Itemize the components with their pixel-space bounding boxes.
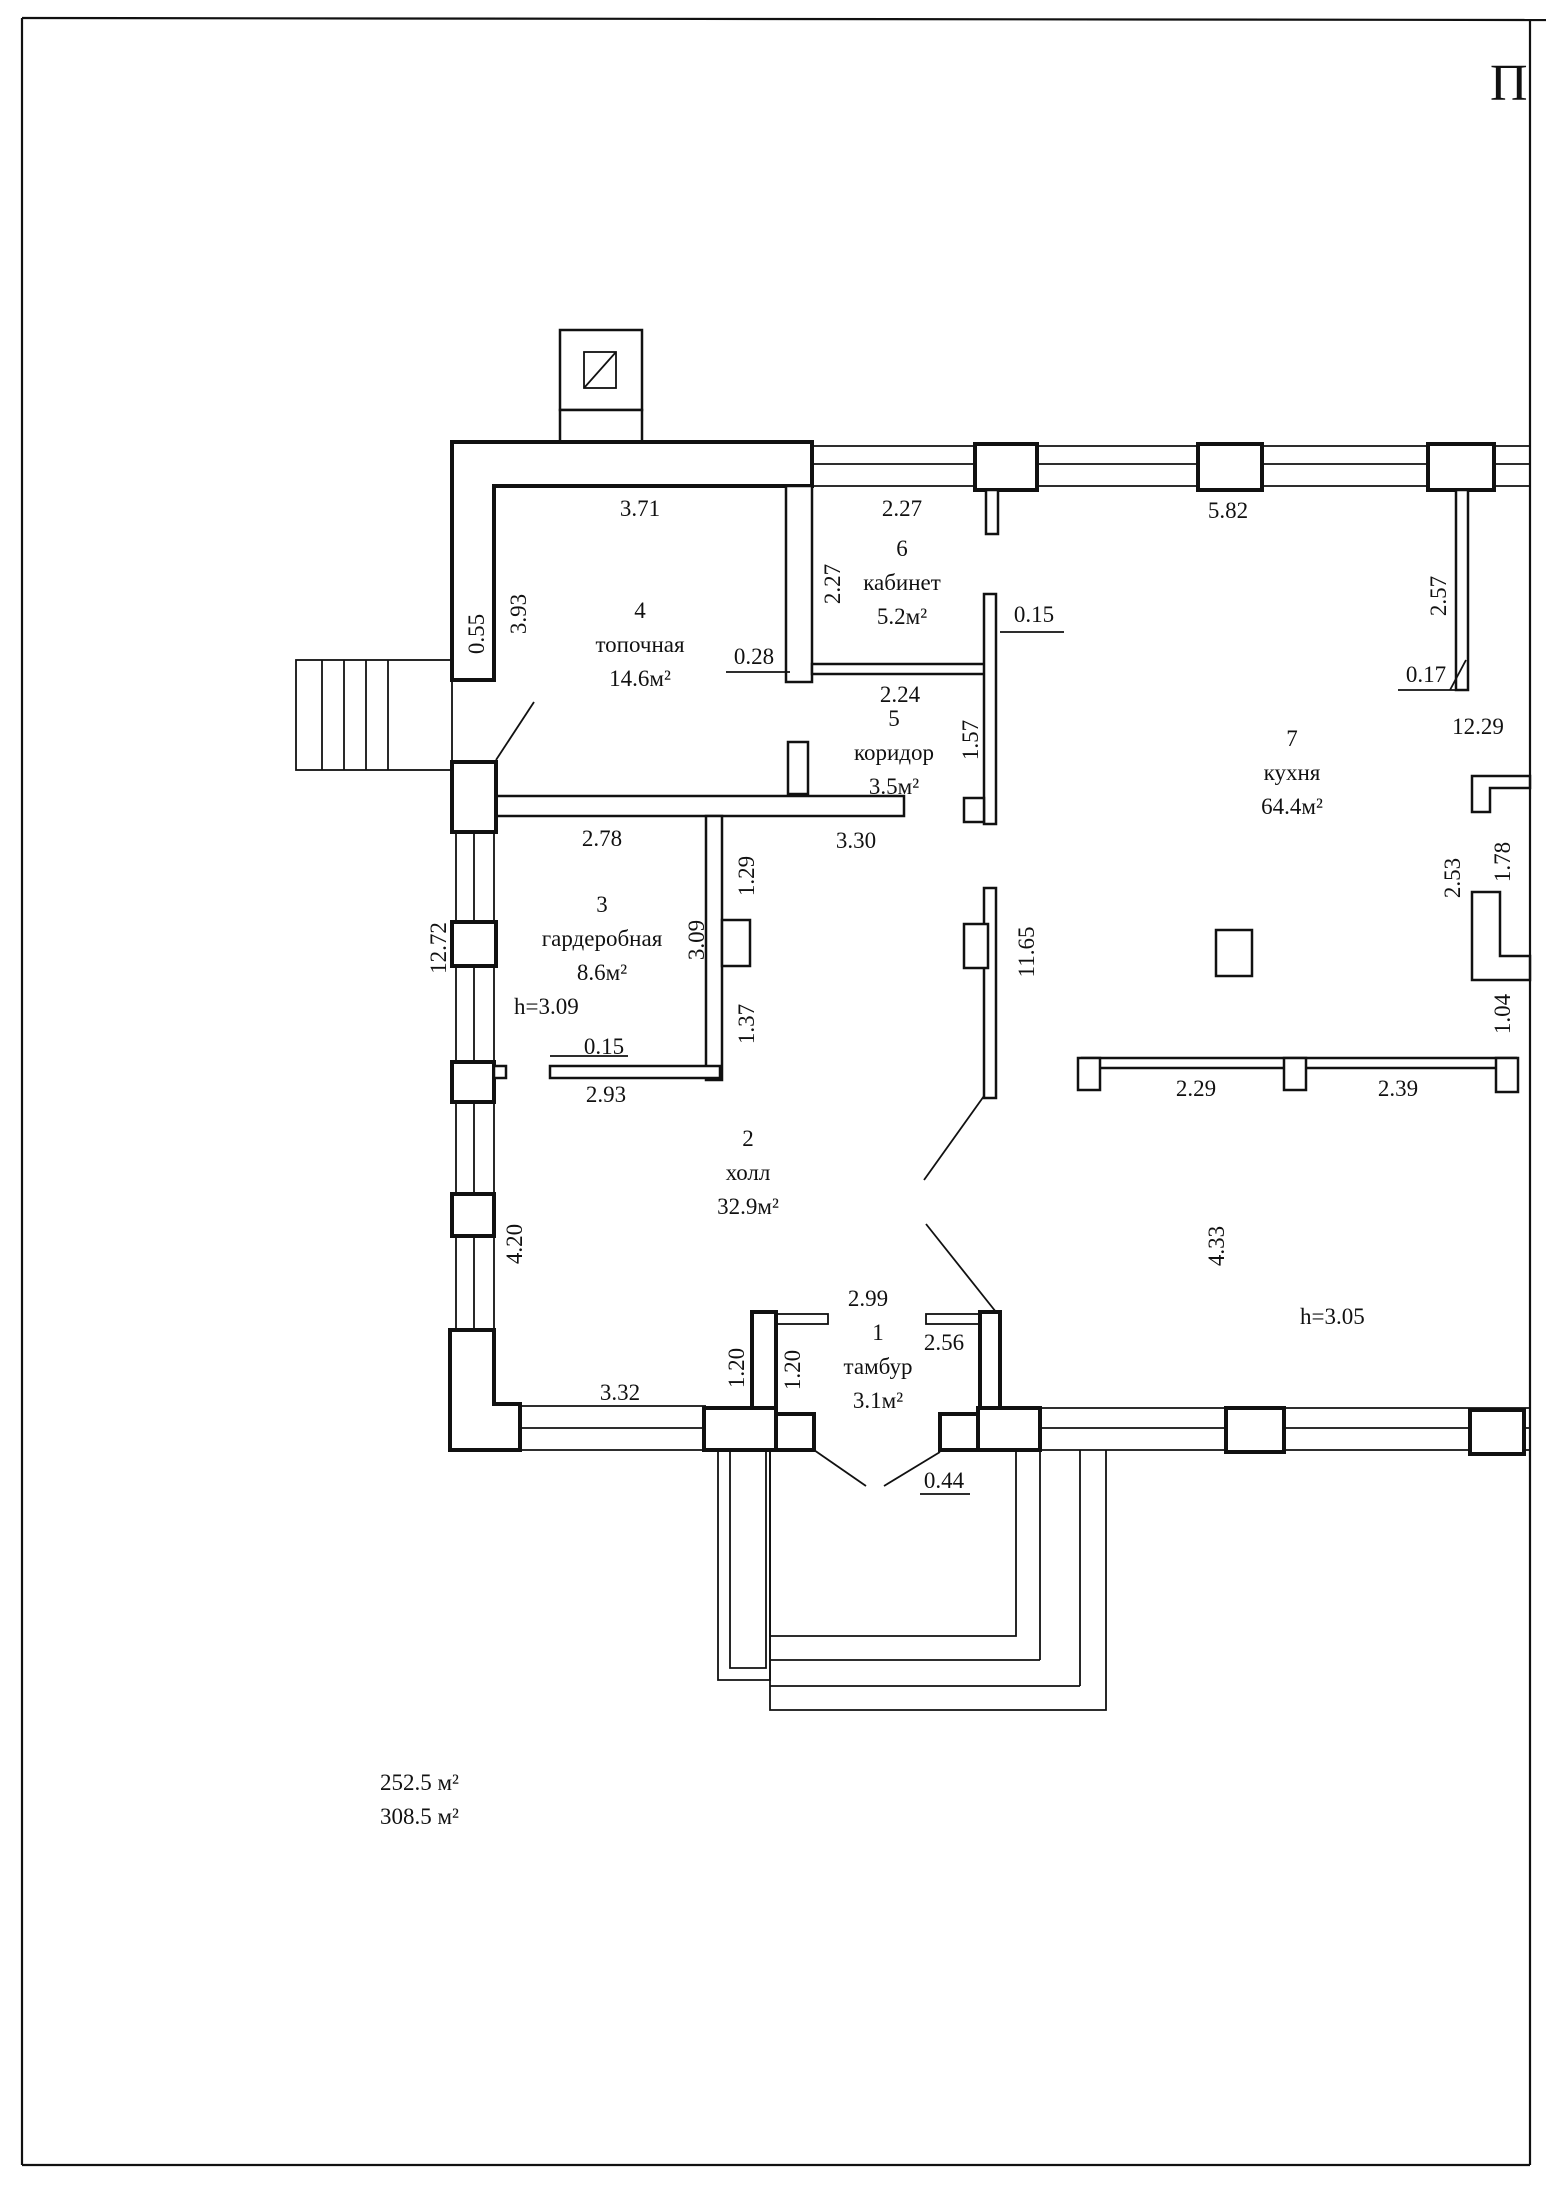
svg-text:2.29: 2.29 (1176, 1076, 1216, 1101)
svg-text:2.57: 2.57 (1426, 576, 1451, 616)
svg-text:1.57: 1.57 (958, 720, 983, 760)
top-external-wall (812, 442, 1530, 536)
kitchen-right-partition (1454, 488, 1470, 692)
svg-text:3.32: 3.32 (600, 1380, 640, 1405)
sheet-border-top (21, 16, 1546, 22)
entrance-steps (717, 1450, 1107, 1711)
kitchen-fixture-top (1470, 774, 1532, 814)
svg-text:3: 3 (596, 892, 608, 917)
wardrobe-bottom-wall (548, 1064, 722, 1080)
office-bottom-wall (810, 662, 990, 676)
svg-text:5: 5 (888, 706, 900, 731)
svg-text:3.93: 3.93 (506, 594, 531, 634)
left-external-wall (450, 760, 508, 1330)
hall-right-wall (982, 886, 998, 1100)
ceiling-height-left: h=3.09 (514, 994, 579, 1019)
svg-text:0.44: 0.44 (924, 1468, 965, 1493)
svg-text:32.9м²: 32.9м² (717, 1194, 779, 1219)
svg-text:12.29: 12.29 (1452, 714, 1504, 739)
svg-text:1.78: 1.78 (1490, 842, 1515, 882)
svg-text:кабинет: кабинет (863, 570, 941, 595)
wardrobe-post (720, 918, 752, 968)
door-leaves (495, 701, 997, 1487)
svg-text:1.20: 1.20 (724, 1348, 749, 1388)
bottom-left-corner-wall (448, 1328, 522, 1452)
svg-text:1.20: 1.20 (780, 1350, 805, 1390)
svg-text:коридор: коридор (854, 740, 934, 765)
svg-text:11.65: 11.65 (1014, 927, 1039, 978)
bottom-external-wall (520, 1405, 1530, 1456)
svg-text:5.82: 5.82 (1208, 498, 1248, 523)
svg-text:0.15: 0.15 (1014, 602, 1054, 627)
svg-text:64.4м²: 64.4м² (1261, 794, 1323, 819)
corridor-stub (786, 740, 810, 796)
svg-text:1.37: 1.37 (734, 1004, 759, 1044)
total-area-1: 252.5 м² (380, 1770, 459, 1795)
ceiling-height-right: h=3.05 (1300, 1304, 1365, 1329)
svg-text:7: 7 (1286, 726, 1298, 751)
svg-text:топочная: топочная (595, 632, 685, 657)
svg-text:3.71: 3.71 (620, 496, 660, 521)
svg-text:3.30: 3.30 (836, 828, 876, 853)
vestibule-walls (702, 1310, 1042, 1452)
svg-text:0.15: 0.15 (584, 1034, 624, 1059)
total-area-2: 308.5 м² (380, 1804, 459, 1829)
room-7-label: 7 кухня 64.4м² (1261, 726, 1323, 819)
kitchen-right-door-leaf (1449, 659, 1467, 691)
svg-text:0.28: 0.28 (734, 644, 774, 669)
svg-text:2.24: 2.24 (880, 682, 921, 707)
svg-text:тамбур: тамбур (844, 1354, 913, 1379)
svg-text:2.27: 2.27 (820, 564, 845, 604)
room-5-label: 5 коридор 3.5м² (854, 706, 934, 799)
dimension-labels: 3.71 2.27 5.82 0.15 0.17 12.29 0.28 2.24… (582, 496, 1504, 1493)
svg-text:2.27: 2.27 (882, 496, 922, 521)
svg-text:5.2м²: 5.2м² (877, 604, 927, 629)
corridor-right-wall (982, 592, 998, 826)
svg-text:2: 2 (742, 1126, 754, 1151)
svg-text:3.09: 3.09 (684, 920, 709, 960)
svg-text:12.72: 12.72 (426, 922, 451, 974)
dimension-leaders (550, 631, 1456, 1495)
corner-title: П (1490, 55, 1528, 112)
svg-text:1: 1 (872, 1320, 884, 1345)
corridor-post (962, 796, 986, 824)
svg-text:6: 6 (896, 536, 908, 561)
svg-text:14.6м²: 14.6м² (609, 666, 671, 691)
svg-text:2.93: 2.93 (586, 1082, 626, 1107)
svg-text:гардеробная: гардеробная (542, 926, 663, 951)
svg-text:8.6м²: 8.6м² (577, 960, 627, 985)
room-3-label: 3 гардеробная 8.6м² (542, 892, 663, 985)
svg-text:4.33: 4.33 (1204, 1226, 1229, 1266)
vertical-dimension-labels: 0.55 3.93 2.27 2.57 1.57 1.29 3.09 12.72… (426, 564, 1515, 1390)
svg-text:1.04: 1.04 (1490, 993, 1515, 1034)
svg-text:3.5м²: 3.5м² (869, 774, 919, 799)
corridor-bottom-wall (492, 794, 906, 818)
svg-text:2.99: 2.99 (848, 1286, 888, 1311)
svg-text:кухня: кухня (1264, 760, 1321, 785)
side-stairs (295, 659, 453, 771)
room-4-label: 4 топочная 14.6м² (595, 598, 685, 691)
svg-text:2.56: 2.56 (924, 1330, 964, 1355)
svg-text:0.55: 0.55 (464, 614, 489, 654)
boiler-room-right-wall (784, 484, 814, 684)
svg-text:2.78: 2.78 (582, 826, 622, 851)
svg-text:1.29: 1.29 (734, 856, 759, 896)
kitchen-counter (1076, 1056, 1520, 1094)
svg-text:3.1м²: 3.1м² (853, 1388, 903, 1413)
svg-text:холл: холл (726, 1160, 771, 1185)
svg-text:2.39: 2.39 (1378, 1076, 1418, 1101)
room-2-label: 2 холл 32.9м² (717, 1126, 779, 1219)
room-6-label: 6 кабинет 5.2м² (863, 536, 941, 629)
hall-post (962, 922, 990, 970)
svg-text:0.17: 0.17 (1406, 662, 1446, 687)
svg-text:4: 4 (634, 598, 646, 623)
room-1-label: 1 тамбур 3.1м² (844, 1320, 913, 1413)
svg-text:2.53: 2.53 (1440, 858, 1465, 898)
kitchen-column (1214, 928, 1254, 978)
svg-text:4.20: 4.20 (502, 1224, 527, 1264)
chimney (558, 328, 644, 444)
kitchen-fixture-mid (1470, 890, 1532, 982)
